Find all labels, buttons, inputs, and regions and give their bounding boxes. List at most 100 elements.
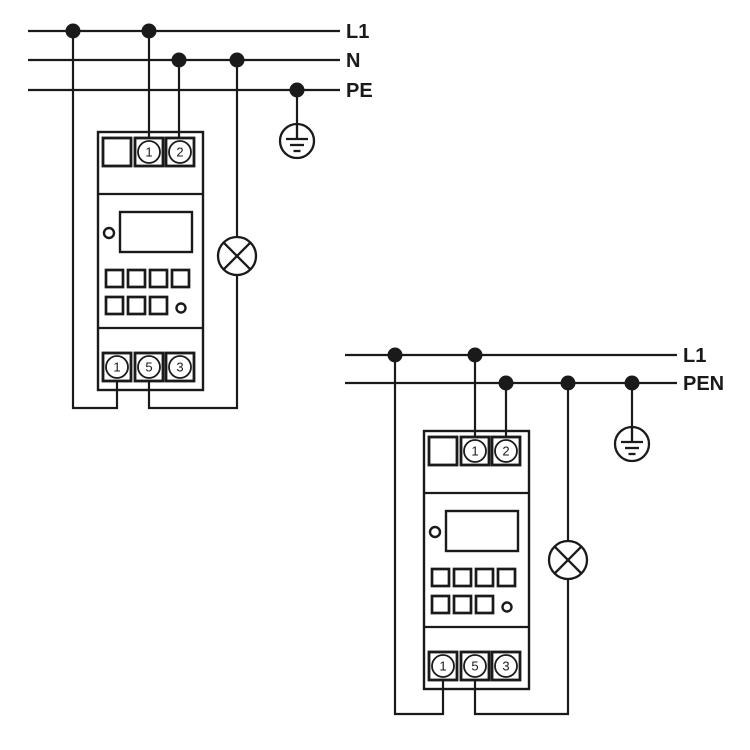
terminal-bottom-1: 1	[101, 351, 133, 383]
terminal-circle	[494, 654, 518, 678]
timer-switch-device-1: 1 2	[96, 130, 205, 392]
junction-dots-2	[387, 347, 640, 391]
junction-dots-1	[65, 23, 305, 98]
button	[474, 594, 495, 615]
button	[170, 268, 191, 289]
display-screen	[444, 509, 520, 553]
terminal-square	[164, 351, 196, 383]
device-outline	[96, 130, 205, 392]
wire-terminal5-to-lamp-to-n	[147, 60, 239, 410]
terminal-number: 1	[439, 659, 446, 674]
terminal-bottom-1: 1	[427, 650, 459, 682]
terminal-number: 1	[145, 145, 152, 160]
bus-label-l1: L1	[683, 345, 706, 367]
terminal-circle	[105, 355, 129, 379]
lamp-cross-line	[222, 241, 252, 271]
control-panel	[428, 509, 520, 615]
terminal-circle	[463, 654, 487, 678]
button	[148, 268, 169, 289]
terminal-number: 1	[113, 360, 120, 375]
lamp-cross-line	[553, 545, 583, 575]
bus-label-pe: PE	[346, 80, 373, 102]
terminal-circle	[494, 439, 518, 463]
terminal-square	[427, 650, 459, 682]
terminal-top-2: 2	[490, 435, 522, 467]
led-indicator	[102, 226, 116, 240]
terminal-circle	[137, 355, 161, 379]
terminal-circle	[463, 439, 487, 463]
terminal-number: 3	[502, 659, 509, 674]
terminal-blank-square	[101, 136, 133, 168]
button	[148, 295, 169, 316]
wires-1	[71, 31, 299, 410]
led-indicator	[428, 525, 442, 539]
button	[452, 594, 473, 615]
device-outline	[422, 429, 531, 691]
terminal-number: 5	[471, 659, 478, 674]
terminal-square	[459, 650, 491, 682]
button	[126, 268, 147, 289]
button	[104, 295, 125, 316]
terminal-number: 5	[145, 360, 152, 375]
bus-label-n: N	[346, 50, 360, 72]
wire-l1-to-bottom-terminal1	[393, 355, 445, 716]
timer-switch-device-2: 1 2	[422, 429, 531, 691]
bus-lines-1: L1 N PE	[28, 21, 373, 102]
terminal-bottom-5: 5	[459, 650, 491, 682]
button	[496, 567, 517, 588]
junction-dot	[498, 375, 514, 391]
terminal-top-1: 1	[133, 136, 165, 168]
lamp-icon	[216, 235, 258, 277]
diagram-2: L1 PEN 1 2	[345, 345, 724, 716]
small-indicator	[175, 302, 187, 314]
small-indicator	[501, 601, 513, 613]
terminal-circle	[168, 140, 192, 164]
terminal-square	[133, 351, 165, 383]
button	[430, 594, 451, 615]
lamp-icon	[547, 539, 589, 581]
button	[104, 268, 125, 289]
button	[430, 567, 451, 588]
terminal-number: 2	[502, 444, 509, 459]
button	[474, 567, 495, 588]
top-terminal-block: 1 2	[101, 136, 196, 168]
protective-earth-icon	[613, 425, 651, 463]
terminal-number: 2	[176, 145, 183, 160]
terminal-circle	[168, 355, 192, 379]
terminal-number: 1	[471, 444, 478, 459]
earth-circle	[278, 122, 316, 160]
bottom-terminal-block: 1 5 3	[101, 351, 196, 383]
terminal-bottom-5: 5	[133, 351, 165, 383]
bus-label-pen: PEN	[683, 373, 724, 395]
terminal-square	[490, 650, 522, 682]
terminal-bottom-3: 3	[490, 650, 522, 682]
terminal-bottom-3: 3	[164, 351, 196, 383]
protective-earth-icon	[278, 122, 316, 160]
junction-dot	[141, 23, 157, 39]
junction-dot	[289, 82, 305, 98]
junction-dot	[560, 375, 576, 391]
diagram-1: L1 N PE 1 2	[28, 21, 373, 410]
junction-dot	[467, 347, 483, 363]
bus-label-l1: L1	[346, 21, 369, 43]
terminal-circle	[431, 654, 455, 678]
junction-dot	[171, 52, 187, 68]
terminal-top-2: 2	[164, 136, 196, 168]
earth-circle	[613, 425, 651, 463]
terminal-circle	[137, 140, 161, 164]
top-terminal-block: 1 2	[427, 435, 522, 467]
terminal-number: 3	[176, 360, 183, 375]
terminal-blank-square	[427, 435, 459, 467]
junction-dot	[387, 347, 403, 363]
junction-dot	[65, 23, 81, 39]
button	[126, 295, 147, 316]
junction-dot	[229, 52, 245, 68]
wire-l1-to-bottom-terminal1	[71, 31, 119, 410]
control-panel	[102, 210, 194, 316]
button	[452, 567, 473, 588]
display-screen	[118, 210, 194, 254]
terminal-top-1: 1	[459, 435, 491, 467]
junction-dot	[624, 375, 640, 391]
